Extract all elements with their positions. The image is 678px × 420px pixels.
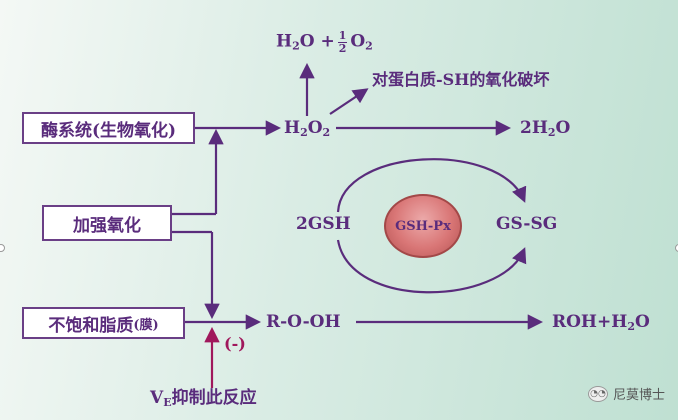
slide-handle-left <box>0 244 5 252</box>
gsh-px-enzyme: GSH-Px <box>384 194 462 258</box>
watermark-text: 尼莫博士 <box>613 388 666 403</box>
ve-inhibit-label: VE抑制此反应 <box>150 388 257 409</box>
gsh-px-label: GSH-Px <box>395 218 451 234</box>
roh-water-label: ROH+H2O <box>552 312 650 333</box>
arrow-h2o2-to-protein <box>329 88 369 115</box>
unsaturated-lipid-label: 不饱和脂质 <box>48 315 134 336</box>
enhanced-oxidation-box: 加强氧化 <box>42 205 172 241</box>
two-water-label: 2H2O <box>520 118 571 139</box>
gssg-label: GS-SG <box>496 214 558 234</box>
enzyme-system-box: 酶系统(生物氧化) <box>22 112 195 144</box>
watermark: ◔◔ 尼莫博士 <box>588 384 665 403</box>
enzyme-system-label: 酶系统(生物氧化) <box>40 120 177 141</box>
wechat-icon: ◔◔ <box>588 385 608 402</box>
protein-damage-label: 对蛋白质-SH的氧化破坏 <box>372 70 550 89</box>
h2o2-label: H2O2 <box>284 118 331 139</box>
inhibit-sign: (-) <box>224 334 246 353</box>
enhanced-oxidation-label: 加强氧化 <box>73 215 141 236</box>
rooh-label: R-O-OH <box>266 312 341 332</box>
unsaturated-lipid-box: 不饱和脂质(膜) <box>22 307 185 339</box>
arrow-cycle-top <box>336 158 527 213</box>
membrane-label: (膜) <box>133 317 159 333</box>
arrow-cycle-bottom <box>336 239 527 294</box>
gsh-label: 2GSH <box>296 214 351 234</box>
slide-handle-right <box>675 244 678 252</box>
